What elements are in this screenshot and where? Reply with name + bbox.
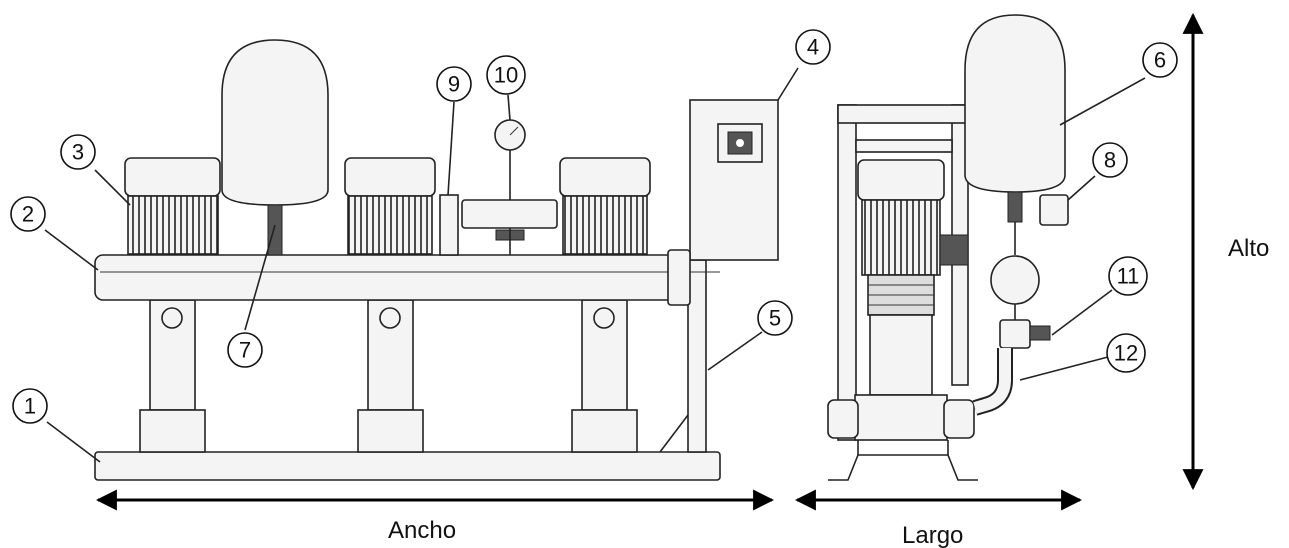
callout-6: 6 xyxy=(1142,42,1178,78)
side-pump-base xyxy=(854,394,948,441)
front-view xyxy=(94,39,779,481)
svg-text:12: 12 xyxy=(1114,341,1138,366)
side-motor-top xyxy=(857,159,945,201)
pressure-tank xyxy=(221,39,329,206)
manifold-end-cap xyxy=(667,249,691,306)
callout-7: 7 xyxy=(227,332,263,368)
side-view xyxy=(827,14,1069,481)
callout-3: 3 xyxy=(60,134,96,170)
side-flange-right xyxy=(943,399,975,439)
callout-12: 12 xyxy=(1106,333,1146,373)
svg-text:2: 2 xyxy=(22,202,34,227)
side-frame-bar xyxy=(855,139,953,153)
alto-label: Alto xyxy=(1228,235,1269,262)
side-valve-handle xyxy=(1029,325,1051,341)
leader-lines xyxy=(44,67,1146,463)
svg-text:5: 5 xyxy=(769,306,781,331)
panel-brace xyxy=(659,414,689,453)
side-tank-connector xyxy=(1007,191,1023,223)
svg-text:11: 11 xyxy=(1117,264,1140,289)
manifold-pipe xyxy=(94,254,681,301)
side-gauge xyxy=(990,255,1040,305)
side-frame-top xyxy=(837,104,969,124)
svg-text:6: 6 xyxy=(1154,48,1166,73)
callout-11: 11 xyxy=(1108,256,1148,296)
pump-3 xyxy=(559,157,651,453)
ancho-label: Ancho xyxy=(388,517,456,544)
callout-1: 1 xyxy=(12,388,48,424)
pressure-switch xyxy=(439,194,459,256)
tank-connector xyxy=(267,204,283,256)
side-frame-left xyxy=(837,104,857,441)
side-flange-left xyxy=(827,399,859,439)
pump-2 xyxy=(344,157,436,453)
svg-text:8: 8 xyxy=(1104,148,1116,173)
callout-5: 5 xyxy=(757,300,793,336)
side-terminal-box xyxy=(939,234,969,266)
svg-text:10: 10 xyxy=(494,63,518,88)
svg-text:4: 4 xyxy=(807,35,819,60)
callout-10: 10 xyxy=(486,55,526,95)
callout-9: 9 xyxy=(436,66,472,102)
side-motor xyxy=(861,199,941,276)
pump-1 xyxy=(124,157,221,453)
callout-4: 4 xyxy=(795,29,831,65)
side-pressure-tank xyxy=(964,14,1066,193)
panel-indicator xyxy=(736,139,744,147)
valve-block xyxy=(461,199,558,229)
base-frame xyxy=(94,451,721,481)
side-pump-body xyxy=(869,314,933,396)
callout-2: 2 xyxy=(10,196,46,232)
svg-text:1: 1 xyxy=(24,394,36,419)
side-pressure-switch xyxy=(1039,194,1069,226)
side-valve xyxy=(999,319,1031,349)
side-foot xyxy=(828,454,978,481)
callout-8: 8 xyxy=(1092,142,1128,178)
svg-text:7: 7 xyxy=(239,338,251,363)
largo-label: Largo xyxy=(902,522,963,548)
svg-text:3: 3 xyxy=(72,140,84,165)
svg-text:9: 9 xyxy=(448,72,460,97)
